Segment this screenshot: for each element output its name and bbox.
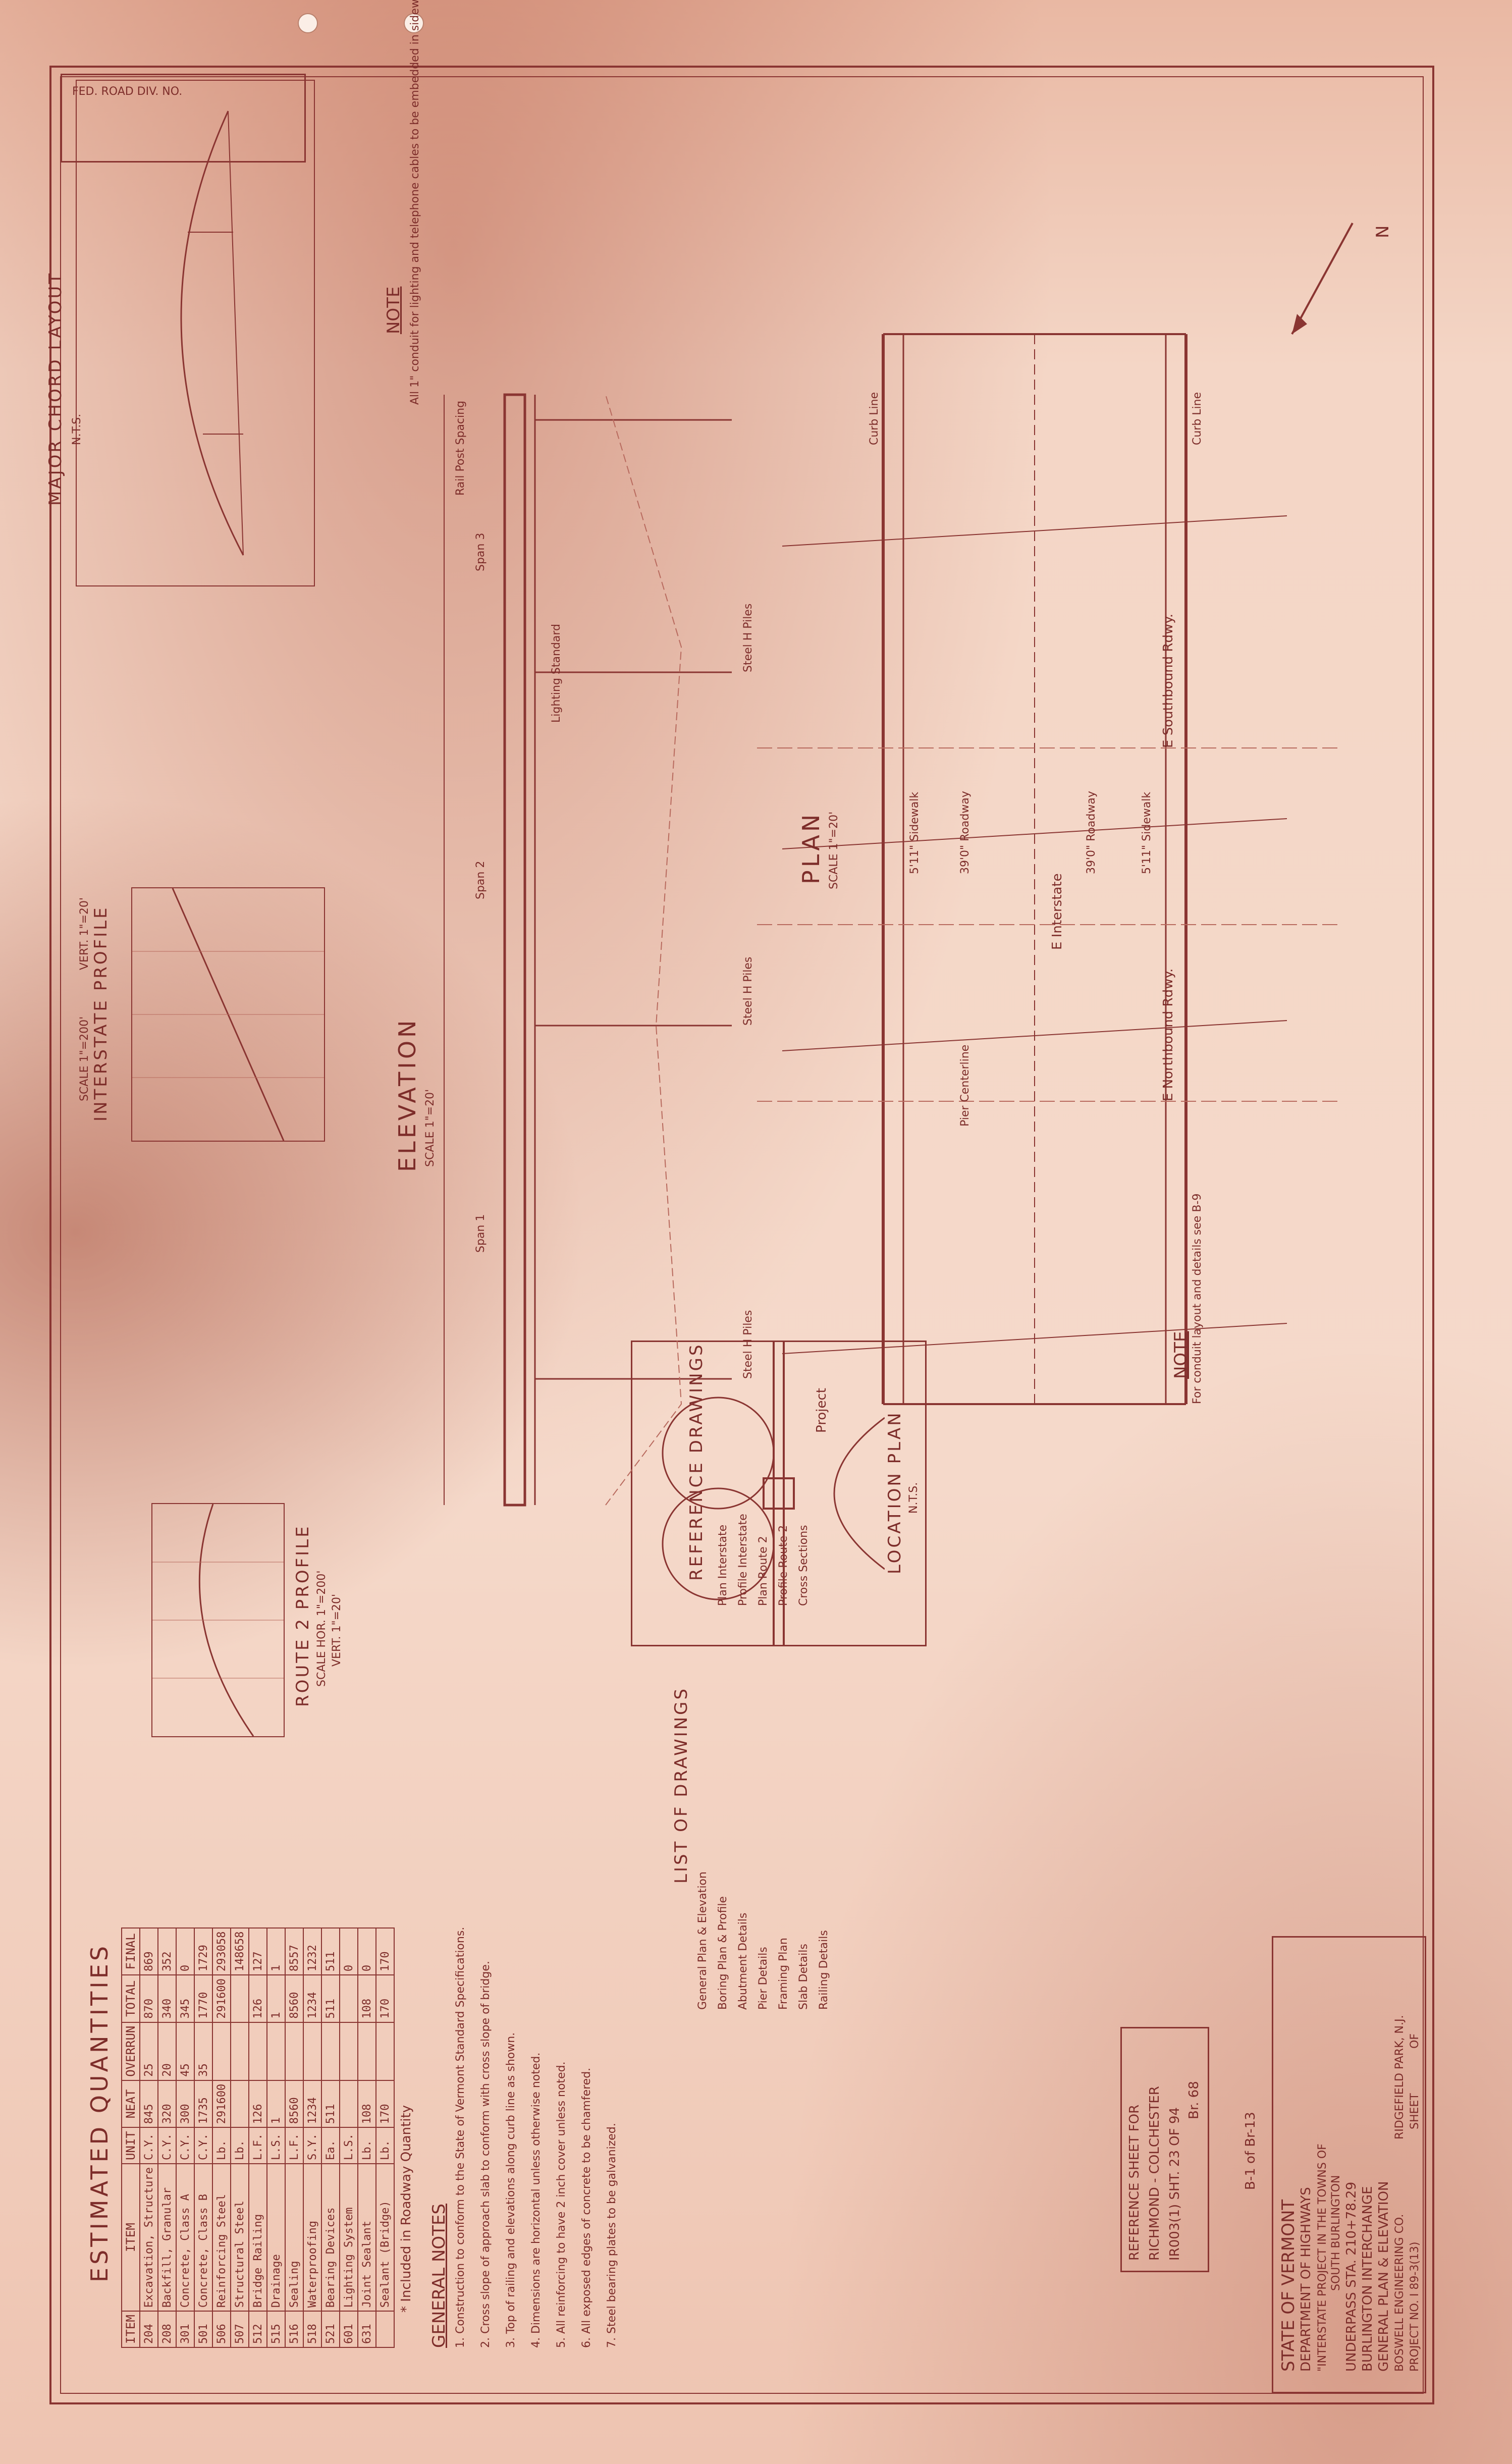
note-title: NOTE: [384, 286, 404, 334]
chord-layout-diagram: [180, 111, 244, 556]
chord-layout-title: MAJOR CHORD LAYOUT: [45, 271, 66, 506]
chord-layout-scale: N.T.S.: [71, 413, 83, 445]
route2-profile-curve: [152, 1504, 284, 1737]
location-plan-map: [662, 1342, 885, 1645]
elevation-label-piles: Steel H Piles: [742, 1310, 754, 1379]
elevation-label-rail: Rail Post Spacing: [454, 400, 467, 496]
elevation-label-span: Span 3: [474, 532, 487, 571]
interstate-profile-scale: SCALE 1"=200': [78, 1016, 91, 1101]
elevation-label-piles: Steel H Piles: [742, 603, 754, 672]
location-plan-box: Project LOCATION PLAN N.T.S.: [631, 1341, 927, 1646]
punch-hole: [298, 13, 318, 33]
elevation-label-span: Span 2: [474, 861, 487, 899]
interstate-profile-scale-vert: VERT. 1"=20': [78, 897, 91, 970]
note-text: All 1" conduit for lighting and telephon…: [409, 0, 421, 405]
chord-layout-box: [76, 80, 315, 586]
punch-hole: [404, 13, 424, 33]
interstate-profile-curve: [132, 888, 324, 1141]
elevation-label-piles: Steel H Piles: [742, 956, 754, 1026]
route2-profile-grid: [151, 1503, 285, 1737]
elevation-label-span: Span 1: [474, 1214, 487, 1253]
elevation-label-lighting: Lighting Standard: [550, 623, 563, 723]
elevation-scale: SCALE 1"=20': [424, 1089, 437, 1167]
interstate-profile-title: INTERSTATE PROFILE: [91, 905, 111, 1121]
interstate-profile-grid: [131, 887, 325, 1142]
elevation-title: ELEVATION: [394, 1017, 421, 1172]
